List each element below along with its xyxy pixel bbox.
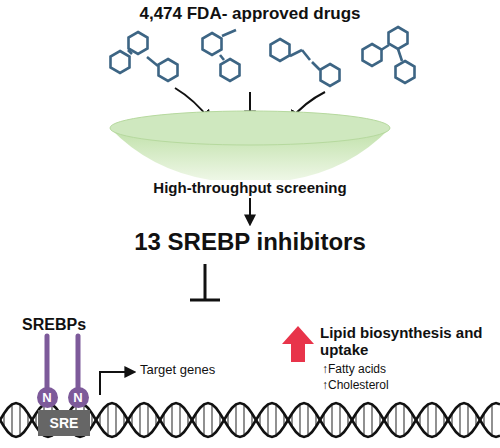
dna-rung (427, 404, 428, 435)
drug-molecules (111, 27, 415, 86)
dna-rung (467, 404, 468, 435)
n-terminus: N (68, 387, 89, 408)
dna-helix (0, 403, 500, 437)
dna-rung (147, 404, 148, 435)
effect-item: ↑Fatty acids (322, 363, 386, 377)
dna-strand (0, 403, 500, 437)
gene-label: Target genes (140, 363, 215, 378)
n-terminus: N (37, 387, 58, 408)
node-text: High-throughput screening (153, 179, 346, 196)
screening-funnel (110, 111, 390, 180)
dna-rung (203, 404, 204, 435)
dna-rung (403, 404, 404, 435)
inhibitor-node: 13 SREBP inhibitors (130, 226, 370, 258)
dna-rung (299, 404, 300, 435)
dna-rung (171, 404, 172, 435)
effect-label: Lipid biosynthesis and uptake (320, 324, 485, 359)
dna-rung (395, 404, 396, 435)
dna-rung (243, 404, 244, 435)
dna-rung (115, 404, 116, 435)
node-text: SRE (50, 415, 79, 431)
sre-box: SRE (38, 410, 91, 436)
dna-rung (307, 404, 308, 435)
flow-arrow (249, 198, 251, 224)
dna-rung (435, 404, 436, 435)
dna-rung (179, 404, 180, 435)
srebp-arms (47, 336, 78, 390)
dna-rung (331, 404, 332, 435)
dna-rung (275, 404, 276, 435)
dna-rung (339, 404, 340, 435)
protein-label: SREBPs (22, 316, 86, 334)
inhibition-bar (190, 264, 220, 300)
dna-rung (107, 404, 108, 435)
node-text: N (42, 390, 51, 405)
dna-rung (139, 404, 140, 435)
dna-rung (19, 404, 20, 435)
dna-rung (371, 404, 372, 435)
node-text: N (73, 390, 82, 405)
increase-arrow (282, 326, 314, 362)
dna-rung (491, 404, 492, 435)
transcription-arrow (100, 372, 134, 395)
node-text: 13 SREBP inhibitors (134, 228, 366, 256)
dna-rung (11, 404, 12, 435)
dna-rung (459, 404, 460, 435)
dna-rung (267, 404, 268, 435)
dna-rung (363, 404, 364, 435)
dna-rung (211, 404, 212, 435)
screening-node: High-throughput screening (105, 110, 395, 196)
title: 4,474 FDA- approved drugs (139, 4, 360, 24)
dna-rung (235, 404, 236, 435)
effect-item: ↑Cholesterol (322, 379, 389, 393)
dna-strand (0, 403, 500, 437)
